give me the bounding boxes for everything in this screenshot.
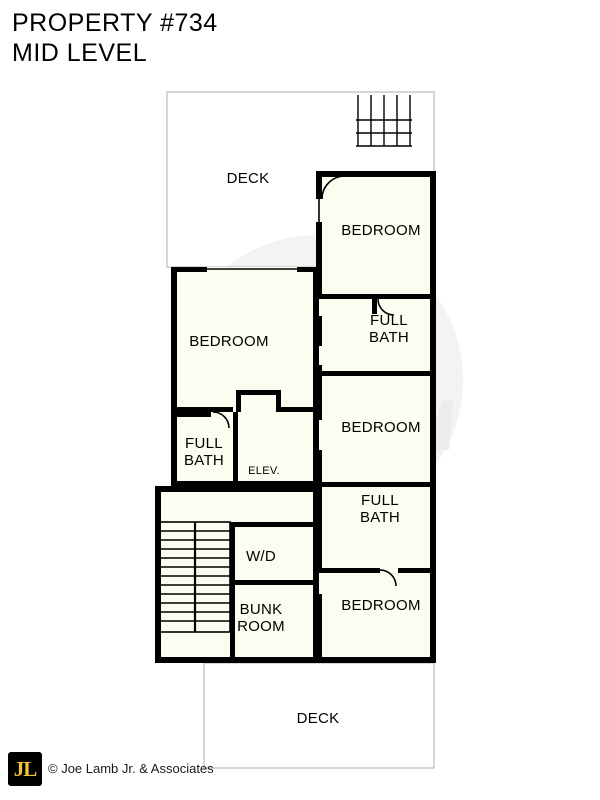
doors: [207, 175, 397, 661]
level-title-line: MID LEVEL: [12, 39, 148, 67]
room-label-deck-top: DECK: [226, 170, 270, 187]
logo-initials: JL: [13, 757, 38, 781]
room-label-elevator: ELEV.: [248, 465, 280, 477]
company-logo: JL: [8, 752, 42, 786]
room-label-bunk-room: BUNK ROOM: [237, 601, 285, 635]
railing-top: [356, 95, 412, 147]
room-label-full-bath-left: FULL BATH: [183, 435, 225, 469]
interior-fills: [155, 171, 436, 663]
room-label-washer-dryer: W/D: [245, 548, 277, 565]
page-title: PROPERTY #734 MID LEVEL: [12, 8, 218, 68]
footer: JL © Joe Lamb Jr. & Associates: [0, 750, 600, 800]
copyright-text: © Joe Lamb Jr. & Associates: [48, 761, 214, 776]
room-label-deck-bottom: DECK: [296, 710, 340, 727]
room-label-full-bath-upper-right: FULL BATH: [368, 312, 410, 346]
room-label-bedroom-left: BEDROOM: [189, 333, 269, 350]
room-label-bedroom-top-right: BEDROOM: [341, 222, 421, 239]
room-label-full-bath-lower-right: FULL BATH: [359, 492, 401, 526]
room-label-bedroom-bottom-right: BEDROOM: [341, 597, 421, 614]
walls: [155, 171, 436, 663]
staircase: [159, 521, 231, 633]
room-label-bedroom-middle-right: BEDROOM: [341, 419, 421, 436]
property-title-line: PROPERTY #734: [12, 9, 218, 37]
